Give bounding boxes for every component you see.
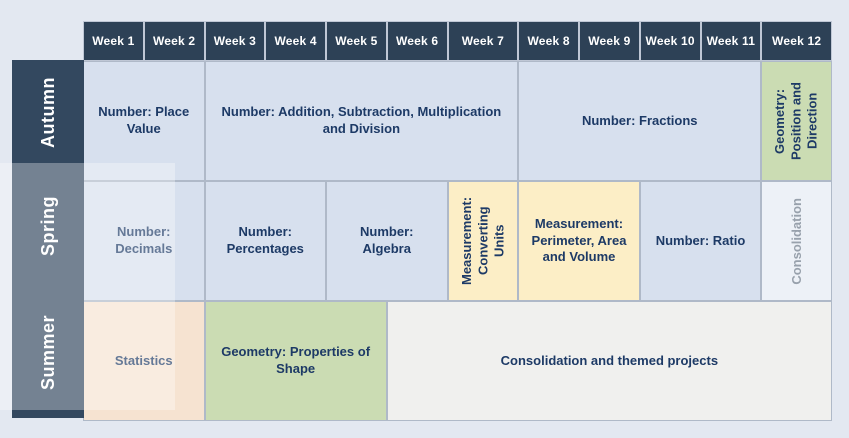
subject-label: Statistics xyxy=(114,352,173,368)
week-header-11: Week 11 xyxy=(700,21,762,61)
subject-cell-ratio: Number: Ratio xyxy=(639,181,762,301)
week-header-3: Week 3 xyxy=(204,21,266,61)
subject-label: Geometry: Position and Direction xyxy=(772,82,820,160)
term-label-summer: Summer xyxy=(12,288,84,418)
subject-label: Number: Fractions xyxy=(581,112,698,128)
subject-cell-percentages: Number: Percentages xyxy=(204,181,326,301)
week-header-4: Week 4 xyxy=(265,21,326,61)
subject-cell-position-and-direction: Geometry: Position and Direction xyxy=(761,61,832,181)
subject-cell-converting-units: Measurement: Converting Units xyxy=(447,181,519,301)
subject-label: Consolidation and themed projects xyxy=(500,352,719,368)
subject-label: Number: Decimals xyxy=(115,224,173,256)
subject-label: Number: Place Value xyxy=(98,104,190,136)
week-header-2: Week 2 xyxy=(143,21,205,61)
subject-cell-consolidation: Consolidation xyxy=(761,181,832,301)
curriculum-grid: Week 1 Week 2 Week 3 Week 4 Week 5 Week … xyxy=(83,21,833,421)
subject-cell-decimals: Number: Decimals xyxy=(83,181,205,301)
term-labels-column: Autumn Spring Summer xyxy=(12,60,84,418)
term-label-text: Spring xyxy=(37,196,58,256)
week-header-1: Week 1 xyxy=(83,21,144,61)
week-header-5: Week 5 xyxy=(326,21,387,61)
week-header-10: Week 10 xyxy=(639,21,701,61)
week-header-7: Week 7 xyxy=(447,21,519,61)
subject-cell-algebra: Number: Algebra xyxy=(326,181,448,301)
subject-cell-perimeter-area-volume: Measurement: Perimeter, Area and Volume xyxy=(518,181,640,301)
subject-label: Measurement: Converting Units xyxy=(458,196,507,286)
week-header-9: Week 9 xyxy=(579,21,640,61)
subject-cell-fractions: Number: Fractions xyxy=(518,61,762,181)
subject-cell-properties-of-shape: Geometry: Properties of Shape xyxy=(204,301,387,421)
subject-cell-consolidation-themed-projects: Consolidation and themed projects xyxy=(386,301,833,421)
week-header-12: Week 12 xyxy=(761,21,832,61)
subject-label: Number: Percentages xyxy=(226,224,304,256)
subject-label: Number: Algebra xyxy=(360,224,414,256)
subject-label: Measurement: Perimeter, Area and Volume xyxy=(531,215,627,265)
subject-label: Geometry: Properties of Shape xyxy=(221,344,371,376)
subject-cell-statistics: Statistics xyxy=(83,301,205,421)
subject-label: Number: Addition, Subtraction, Multiplic… xyxy=(221,104,502,136)
week-header-6: Week 6 xyxy=(386,21,448,61)
subject-cell-addition-subtraction-multiplication-division: Number: Addition, Subtraction, Multiplic… xyxy=(204,61,519,181)
subject-cell-place-value: Number: Place Value xyxy=(83,61,205,181)
term-label-text: Summer xyxy=(37,315,58,391)
term-label-autumn: Autumn xyxy=(12,60,84,164)
term-label-spring: Spring xyxy=(12,164,84,288)
subject-label: Consolidation xyxy=(788,197,804,285)
subject-label: Number: Ratio xyxy=(655,232,746,248)
term-label-text: Autumn xyxy=(37,76,58,148)
week-header-8: Week 8 xyxy=(518,21,579,61)
